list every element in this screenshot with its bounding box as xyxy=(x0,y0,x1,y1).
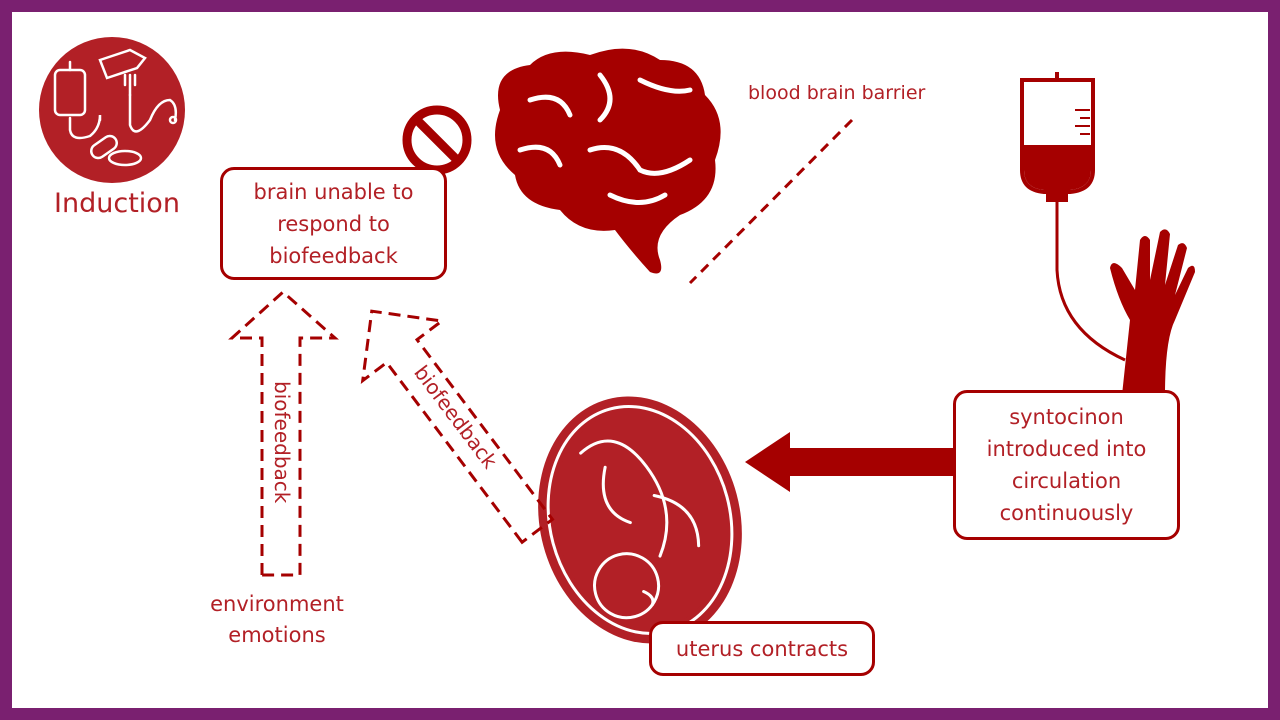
brain-icon xyxy=(495,48,721,274)
syntocinon-box: syntocinon introduced into circulation c… xyxy=(953,390,1180,540)
blood-brain-barrier-label: blood brain barrier xyxy=(748,82,926,104)
syntocinon-box-line: syntocinon xyxy=(1009,405,1124,429)
page-title: Induction xyxy=(54,188,180,219)
biofeedback-label-vertical: biofeedback xyxy=(270,381,294,504)
brain-box-line: respond to xyxy=(277,211,390,236)
biofeedback-arrow-vertical xyxy=(228,289,339,577)
emotions-label: emotions xyxy=(228,623,326,647)
syntocinon-box-line: circulation xyxy=(1011,469,1122,493)
prohibited-icon xyxy=(402,105,472,175)
uterus-contracts-box: uterus contracts xyxy=(649,621,875,676)
syntocinon-arrow xyxy=(745,432,955,492)
iv-drip-icon xyxy=(1020,72,1126,362)
brain-box-line: biofeedback xyxy=(269,243,398,268)
syntocinon-box-line: introduced into xyxy=(986,437,1147,461)
brain-box-line: brain unable to xyxy=(253,179,414,204)
uterus-box-text: uterus contracts xyxy=(675,636,849,661)
hand-icon xyxy=(1110,229,1195,395)
brain-unable-box: brain unable to respond to biofeedback xyxy=(220,167,447,280)
environment-label: environment xyxy=(210,592,344,616)
blood-brain-barrier-line xyxy=(688,118,854,285)
syntocinon-box-line: continuously xyxy=(999,501,1134,525)
biofeedback-arrow-diagonal xyxy=(360,309,555,545)
uterus-fetus-icon xyxy=(538,396,742,644)
induction-logo-icon xyxy=(39,37,185,183)
